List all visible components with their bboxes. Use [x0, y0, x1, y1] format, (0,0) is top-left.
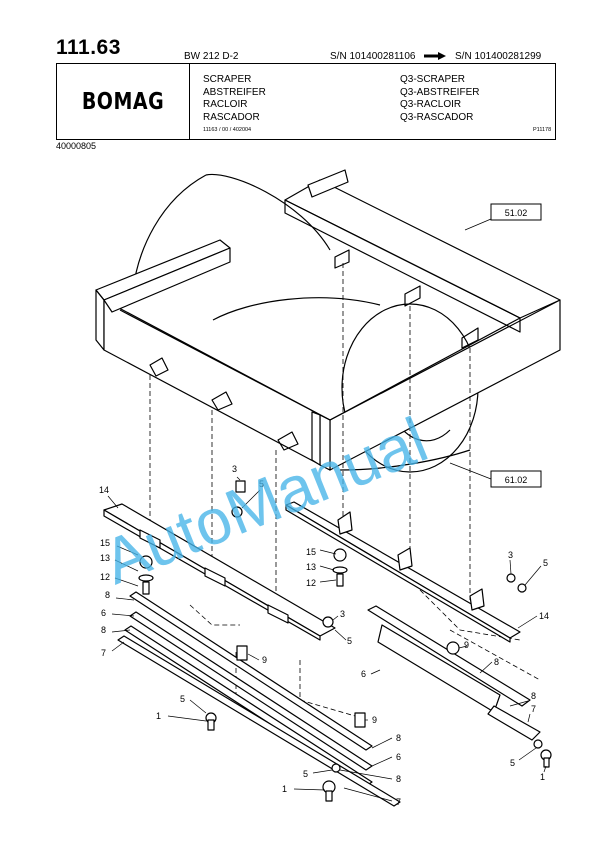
model-label: BW 212 D-2 [184, 51, 239, 62]
callout-14: 14 [539, 611, 549, 621]
reference-code: 11163 / 00 / 402004 [203, 127, 252, 133]
callout-1: 1 [282, 784, 287, 794]
callout-6: 6 [396, 752, 401, 762]
title-es: RASCADOR [203, 111, 260, 123]
callout-5: 5 [510, 758, 515, 768]
callouts: 14 15 13 12 8 6 8 7 3 5 15 13 12 3 5 9 5… [99, 464, 549, 807]
callout-15: 15 [100, 538, 110, 548]
callout-9: 9 [262, 655, 267, 665]
callout-5: 5 [180, 694, 185, 704]
title-de: ABSTREIFER [203, 86, 266, 98]
figure-id: P11178 [533, 127, 552, 133]
title-q3-list: Q3-SCRAPER Q3-ABSTREIFER Q3-RACLOIR Q3-R… [400, 74, 479, 124]
callout-3: 3 [232, 464, 237, 474]
callout-7: 7 [101, 648, 106, 658]
callout-1: 1 [540, 772, 545, 782]
alignment-lines [149, 263, 541, 721]
callout-7: 7 [531, 704, 536, 714]
ref-box-label: 51.02 [505, 208, 528, 218]
title-q3-de: Q3-ABSTREIFER [400, 86, 480, 98]
logo-cell: BOMAG [57, 64, 190, 139]
callout-7: 7 [396, 797, 401, 807]
callout-14: 14 [99, 485, 109, 495]
callout-3: 3 [340, 609, 345, 619]
frame [95, 169, 561, 471]
serial-to: S/N 101400281299 [455, 51, 542, 62]
callout-13: 13 [100, 553, 110, 563]
title-q3-fr: Q3-RACLOIR [400, 99, 462, 110]
leader-lines [107, 218, 547, 802]
callout-8: 8 [531, 691, 536, 701]
callout-12: 12 [306, 578, 316, 588]
callout-8: 8 [396, 733, 401, 743]
ref-box-61-02: 61.02 [490, 470, 542, 488]
title-q3-en: Q3-SCRAPER [400, 74, 466, 85]
callout-8: 8 [396, 774, 401, 784]
ref-box-51-02: 51.02 [490, 203, 542, 221]
callout-8: 8 [101, 625, 106, 635]
callout-9: 9 [464, 640, 469, 650]
title-en: SCRAPER [203, 74, 252, 85]
callout-9: 9 [372, 715, 377, 725]
callout-8: 8 [494, 657, 499, 667]
callout-5: 5 [259, 479, 264, 489]
callout-8: 8 [105, 590, 110, 600]
title-block: BOMAG SCRAPER ABSTREIFER RACLOIR RASCADO… [56, 63, 556, 140]
callout-3: 3 [508, 550, 513, 560]
callout-13: 13 [306, 562, 316, 572]
page-number: 111.63 [56, 36, 121, 59]
fasteners [138, 480, 552, 802]
title-q3-es: Q3-RASCADOR [400, 111, 474, 123]
ref-box-label: 61.02 [505, 475, 528, 485]
right-holder-bar [285, 501, 521, 643]
title-fr: RACLOIR [203, 99, 248, 110]
callout-12: 12 [100, 572, 110, 582]
right-blade-assembly [367, 605, 541, 741]
bomag-logo: BOMAG [81, 88, 165, 115]
callout-6: 6 [361, 669, 366, 679]
callout-5: 5 [543, 558, 548, 568]
serial-from: S/N 101400281106 [330, 51, 416, 62]
left-holder-bar [103, 503, 336, 641]
callout-6: 6 [101, 608, 106, 618]
callout-15: 15 [306, 547, 316, 557]
callout-5: 5 [303, 769, 308, 779]
serial-range: S/N 101400281106 S/N 101400281299 [330, 51, 541, 62]
arrow-right-icon [424, 52, 447, 61]
callout-1: 1 [156, 711, 161, 721]
left-blades [117, 591, 401, 807]
title-list: SCRAPER ABSTREIFER RACLOIR RASCADOR [203, 74, 266, 124]
order-number: 40000805 [56, 141, 97, 151]
callout-5: 5 [347, 636, 352, 646]
